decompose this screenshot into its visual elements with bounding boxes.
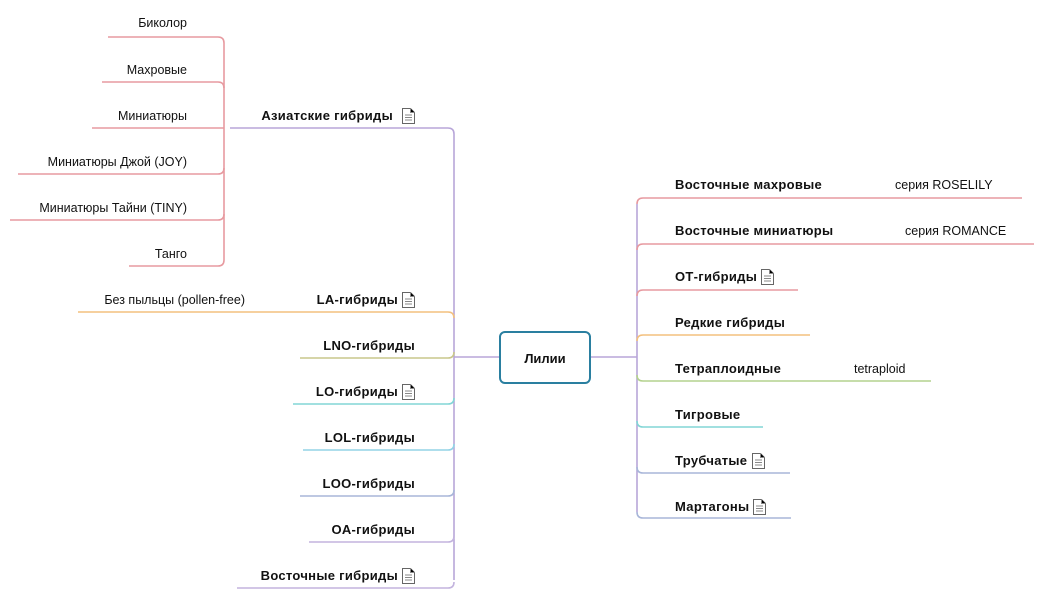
r-martagony-label: Мартагоны xyxy=(675,499,749,514)
r-ot-node[interactable]: ОТ-гибриды xyxy=(675,269,774,285)
r-tetra-label: Тетраплоидные xyxy=(675,361,781,376)
asiatic-child-3[interactable]: Миниатюры xyxy=(118,109,187,123)
asiatic-child-5[interactable]: Миниатюры Тайни (TINY) xyxy=(39,201,187,215)
r-redkie-node[interactable]: Редкие гибриды xyxy=(675,315,785,330)
root-node[interactable]: Лилии xyxy=(499,331,591,384)
lo-node[interactable]: LO-гибриды xyxy=(316,384,415,400)
r-martagony-node[interactable]: Мартагоны xyxy=(675,499,766,515)
loo-node[interactable]: LOO-гибриды xyxy=(322,476,415,491)
oriental-label: Восточные гибриды xyxy=(261,568,398,583)
r-trubchatye-node[interactable]: Трубчатые xyxy=(675,453,765,469)
asiatic-leaf-line-6 xyxy=(129,259,225,267)
oriental-node[interactable]: Восточные гибриды xyxy=(261,568,415,584)
root-box[interactable] xyxy=(499,331,591,384)
lol-branch-line xyxy=(303,443,455,451)
r-tetra-child[interactable]: tetraploid xyxy=(854,362,905,376)
asiatic-node[interactable]: Азиатские гибриды xyxy=(261,108,415,124)
r-redkie-label: Редкие гибриды xyxy=(675,315,785,330)
la-label: LA-гибриды xyxy=(317,292,398,307)
la-child[interactable]: Без пыльцы (pollen-free) xyxy=(104,293,245,307)
r-ot-label: ОТ-гибриды xyxy=(675,269,757,284)
r-tigrovye-label: Тигровые xyxy=(675,407,740,422)
lol-node[interactable]: LOL-гибриды xyxy=(325,430,415,445)
connectors xyxy=(10,36,1034,589)
r-tetra-line xyxy=(636,374,931,382)
r-redkie-line xyxy=(636,334,810,342)
r-miniatury-label: Восточные миниатюры xyxy=(675,223,833,238)
lo-branch-line xyxy=(293,397,455,405)
r-miniatury-line xyxy=(636,243,1034,251)
r-miniatury-child[interactable]: серия ROMANCE xyxy=(905,224,1006,238)
r-trubchatye-line xyxy=(636,466,790,474)
r-miniatury-node[interactable]: Восточные миниатюры серия ROMANCE xyxy=(675,223,1006,238)
r-martagony-line xyxy=(636,511,791,519)
r-makhrovye-line xyxy=(636,197,1022,205)
r-ot-line xyxy=(636,289,798,297)
note-icon[interactable] xyxy=(761,269,774,285)
asiatic-branch-line xyxy=(230,127,455,135)
asiatic-child-4[interactable]: Миниатюры Джой (JOY) xyxy=(48,155,187,169)
asiatic-child-6[interactable]: Танго xyxy=(155,247,187,261)
asiatic-label: Азиатские гибриды xyxy=(261,108,393,123)
note-icon[interactable] xyxy=(402,568,415,584)
r-tigrovye-line xyxy=(636,420,763,428)
asiatic-leaf-line-1 xyxy=(108,36,225,44)
oriental-branch-line xyxy=(237,581,455,589)
root-label: Лилии xyxy=(524,351,565,366)
lo-label: LO-гибриды xyxy=(316,384,398,399)
oa-label: OA-гибриды xyxy=(331,522,415,537)
r-makhrovye-node[interactable]: Восточные махровые серия ROSELILY xyxy=(675,177,993,192)
lol-label: LOL-гибриды xyxy=(325,430,415,445)
r-makhrovye-child[interactable]: серия ROSELILY xyxy=(895,178,993,192)
r-makhrovye-label: Восточные махровые xyxy=(675,177,822,192)
lno-branch-line xyxy=(300,351,455,359)
lno-node[interactable]: LNO-гибриды xyxy=(323,338,415,353)
asiatic-child-2[interactable]: Махровые xyxy=(127,63,187,77)
la-node[interactable]: Без пыльцы (pollen-free) LA-гибриды xyxy=(104,292,415,308)
asiatic-leaf-line-4 xyxy=(18,167,225,175)
note-icon[interactable] xyxy=(402,384,415,400)
la-branch-line xyxy=(78,311,455,319)
lno-label: LNO-гибриды xyxy=(323,338,415,353)
note-icon[interactable] xyxy=(402,292,415,308)
note-icon[interactable] xyxy=(402,108,415,124)
asiatic-child-1[interactable]: Биколор xyxy=(138,16,187,30)
asiatic-leaf-line-5 xyxy=(10,213,225,221)
oa-branch-line xyxy=(309,535,455,543)
oa-node[interactable]: OA-гибриды xyxy=(331,522,415,537)
asiatic-leaf-line-2 xyxy=(102,81,225,89)
loo-branch-line xyxy=(300,489,455,497)
note-icon[interactable] xyxy=(753,499,766,515)
loo-label: LOO-гибриды xyxy=(322,476,415,491)
r-tigrovye-node[interactable]: Тигровые xyxy=(675,407,740,422)
note-icon[interactable] xyxy=(752,453,765,469)
r-tetra-node[interactable]: Тетраплоидные tetraploid xyxy=(675,361,905,376)
r-trubchatye-label: Трубчатые xyxy=(675,453,747,468)
asiatic-children: Биколор Махровые Миниатюры Миниатюры Джо… xyxy=(39,16,187,261)
